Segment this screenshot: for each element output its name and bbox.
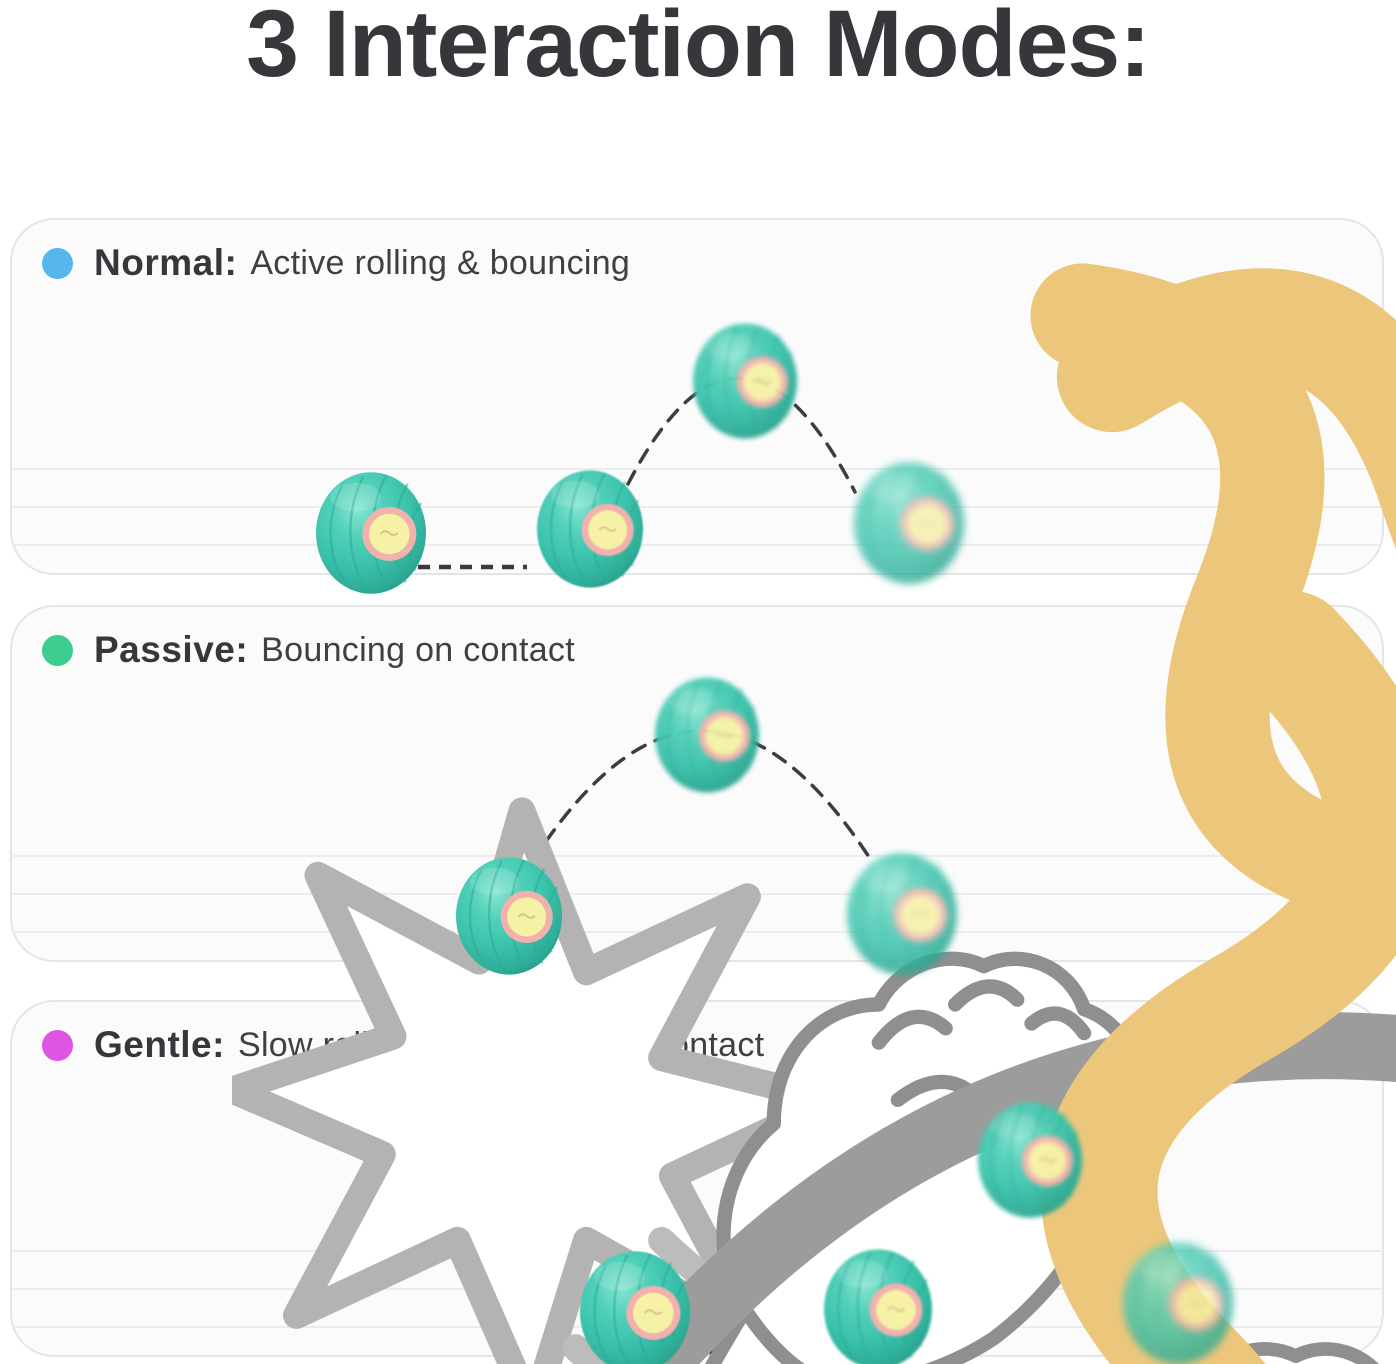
normal-mode-dot-icon (42, 247, 73, 279)
panel-normal-mode: Normal: Active rolling & bouncing (10, 218, 1384, 575)
mode-description: Active rolling & bouncing (250, 243, 631, 282)
mode-label: Passive: (94, 629, 249, 670)
page-title: 3 Interaction Modes: (246, 0, 1151, 97)
floor-line (13, 931, 1381, 933)
floor-line (13, 1250, 1381, 1252)
floor-line (13, 893, 1381, 895)
mode-description: Bouncing on contact (261, 630, 575, 669)
panel-passive-mode: Passive: Bouncing on contact (10, 605, 1384, 962)
mode-description: Slow rolling, or shaking on contact (237, 1025, 765, 1064)
panel-header: Normal: Active rolling & bouncing (42, 242, 630, 284)
floor-line (13, 1288, 1381, 1290)
panel-header: Gentle: Slow rolling, or shaking on cont… (42, 1024, 764, 1066)
floor-line (13, 506, 1381, 508)
panel-header: Passive: Bouncing on contact (42, 629, 575, 671)
floor-line (13, 855, 1381, 857)
passive-mode-dot-icon (42, 634, 73, 666)
gentle-mode-dot-icon (42, 1029, 73, 1061)
mode-label: Normal: (94, 242, 238, 283)
floor-line (13, 544, 1381, 546)
floor-line (13, 468, 1381, 470)
floor-line (13, 1326, 1381, 1328)
panel-gentle-mode: Gentle: Slow rolling, or shaking on cont… (10, 1000, 1384, 1357)
mode-label: Gentle: (94, 1024, 225, 1065)
